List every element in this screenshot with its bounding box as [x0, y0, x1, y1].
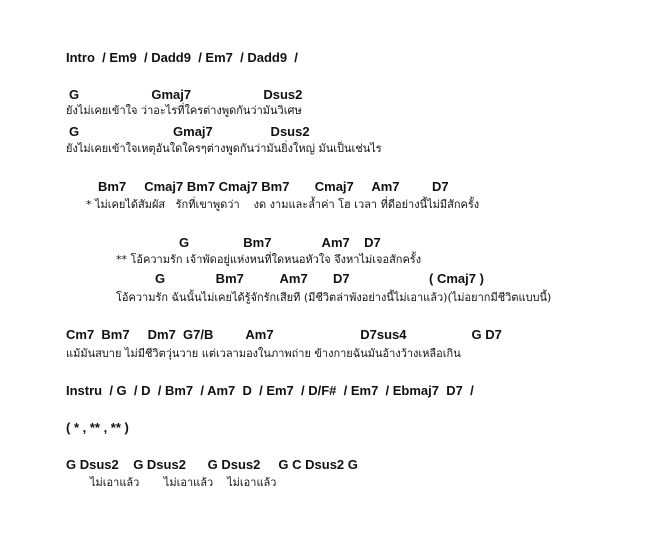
outro-chords: G Dsus2 G Dsus2 G Dsus2 G C Dsus2 G	[66, 457, 358, 472]
chorus2-chords: G Bm7 Am7 D7 ( Cmaj7 )	[155, 271, 484, 286]
chorus2-lyric: โอ้ความรัก ฉันนั้นไม่เคยได้รู้จักรักเสีย…	[116, 291, 552, 304]
verse2-lyric: ยังไม่เคยเข้าใจเหตุอันใดใครๆต่างพูดกันว่…	[66, 142, 382, 155]
repeat-marker: ( * , ** , ** )	[66, 420, 129, 435]
chorus1-chords: G Bm7 Am7 D7	[179, 235, 381, 250]
bridge-lyric: แม้มันสบาย ไม่มีชีวิตวุ่นวาย แต่เวลามองใ…	[66, 347, 461, 360]
instrumental-line: Instru / G / D / Bm7 / Am7 D / Em7 / D/F…	[66, 383, 474, 398]
chorus1-lyric: ** โอ้ความรัก เจ้าพัดอยู่แห่งหนที่ใดหนอห…	[116, 253, 422, 266]
prechorus-chords: Bm7 Cmaj7 Bm7 Cmaj7 Bm7 Cmaj7 Am7 D7	[98, 179, 449, 194]
verse2-chords: G Gmaj7 Dsus2	[69, 124, 310, 139]
bridge-chords: Cm7 Bm7 Dm7 G7/B Am7 D7sus4 G D7	[66, 327, 502, 342]
intro-line: Intro / Em9 / Dadd9 / Em7 / Dadd9 /	[66, 50, 298, 65]
prechorus-lyric: * ไม่เคยได้สัมผัส รักที่เขาพูดว่า งด งาม…	[86, 198, 480, 211]
outro-lyric: ไม่เอาแล้ว ไม่เอาแล้ว ไม่เอาแล้ว	[90, 476, 277, 489]
verse1-lyric: ยังไม่เคยเข้าใจ ว่าอะไรที่ใครต่างพูดกันว…	[66, 104, 302, 117]
verse1-chords: G Gmaj7 Dsus2	[69, 87, 303, 102]
